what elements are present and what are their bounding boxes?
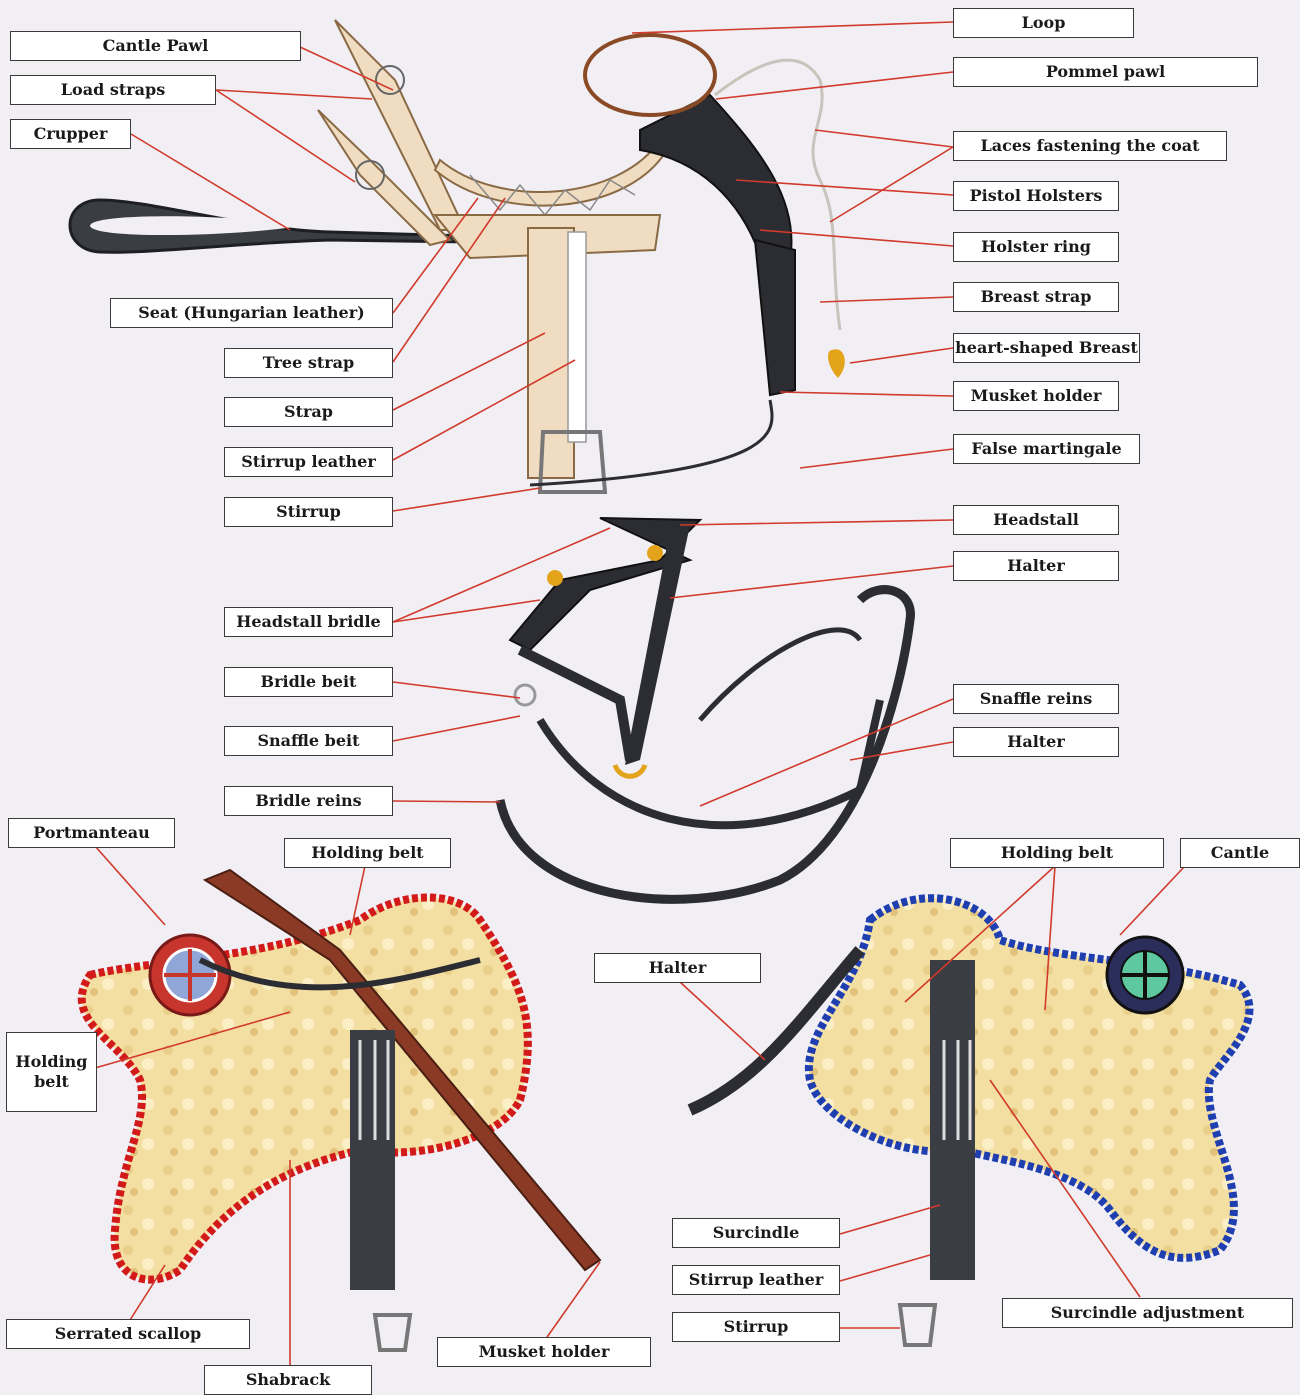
surcingle-right-shape (930, 960, 975, 1280)
label-stirrup-bottom: Stirrup (672, 1312, 840, 1342)
label-heart-breast: heart-shaped Breast (953, 333, 1140, 363)
label-musket-holder-top: Musket holder (953, 381, 1119, 411)
label-laces: Laces fastening the coat (953, 131, 1227, 161)
label-halter-3: Halter (594, 953, 761, 983)
stirrup-right-shape (900, 1305, 935, 1345)
label-headstall: Headstall (953, 505, 1119, 535)
label-holster-ring: Holster ring (953, 232, 1119, 262)
bit-ring-shape (515, 685, 535, 705)
label-shabrack: Shabrack (204, 1365, 372, 1395)
label-stirrup-leather-top: Stirrup leather (224, 447, 393, 477)
label-holding-belt-right: Holding belt (950, 838, 1164, 868)
label-surcindle-adjustment: Surcindle adjustment (1002, 1298, 1293, 1328)
label-seat: Seat (Hungarian leather) (110, 298, 393, 328)
stirrup-leather-strap (528, 228, 574, 478)
label-cantle: Cantle (1180, 838, 1300, 868)
label-stirrup-leather-bottom: Stirrup leather (672, 1265, 840, 1295)
label-bridle-beit: Bridle beit (224, 667, 393, 697)
label-halter-2: Halter (953, 727, 1119, 757)
label-breast-strap: Breast strap (953, 282, 1119, 312)
label-cantle-pawl: Cantle Pawl (10, 31, 301, 61)
left-saddle-illustration (82, 870, 600, 1350)
label-holding-belt-left-side: Holding belt (6, 1032, 97, 1112)
bridle-illustration (500, 518, 910, 899)
label-stirrup-top: Stirrup (224, 497, 393, 527)
right-fleece-shape (809, 898, 1250, 1258)
label-pommel-pawl: Pommel pawl (953, 57, 1258, 87)
label-load-straps: Load straps (10, 75, 216, 105)
loop-shape (585, 35, 715, 115)
shabrack-shape (82, 898, 528, 1280)
label-pistol-holsters: Pistol Holsters (953, 181, 1119, 211)
label-holding-belt-left-top: Holding belt (284, 838, 451, 868)
label-portmanteau: Portmanteau (8, 818, 175, 848)
breast-strap-shape (755, 240, 795, 395)
label-surcindle: Surcindle (672, 1218, 840, 1248)
stirrup-left-shape (375, 1315, 410, 1350)
label-serrated-scallop: Serrated scallop (6, 1319, 250, 1349)
seat-arch (435, 140, 668, 206)
label-tree-strap: Tree strap (224, 348, 393, 378)
label-false-martingale: False martingale (953, 434, 1140, 464)
label-headstall-bridle: Headstall bridle (224, 607, 393, 637)
label-halter-1: Halter (953, 551, 1119, 581)
label-bridle-reins: Bridle reins (224, 786, 393, 816)
label-loop: Loop (953, 8, 1134, 38)
pistol-holster-shape (640, 95, 792, 260)
heart-breast-shape (828, 349, 845, 378)
label-crupper: Crupper (10, 119, 131, 149)
label-snaffle-reins: Snaffle reins (953, 684, 1119, 714)
label-musket-holder-bottom: Musket holder (437, 1337, 651, 1367)
label-strap: Strap (224, 397, 393, 427)
label-snaffle-beit: Snaffle beit (224, 726, 393, 756)
